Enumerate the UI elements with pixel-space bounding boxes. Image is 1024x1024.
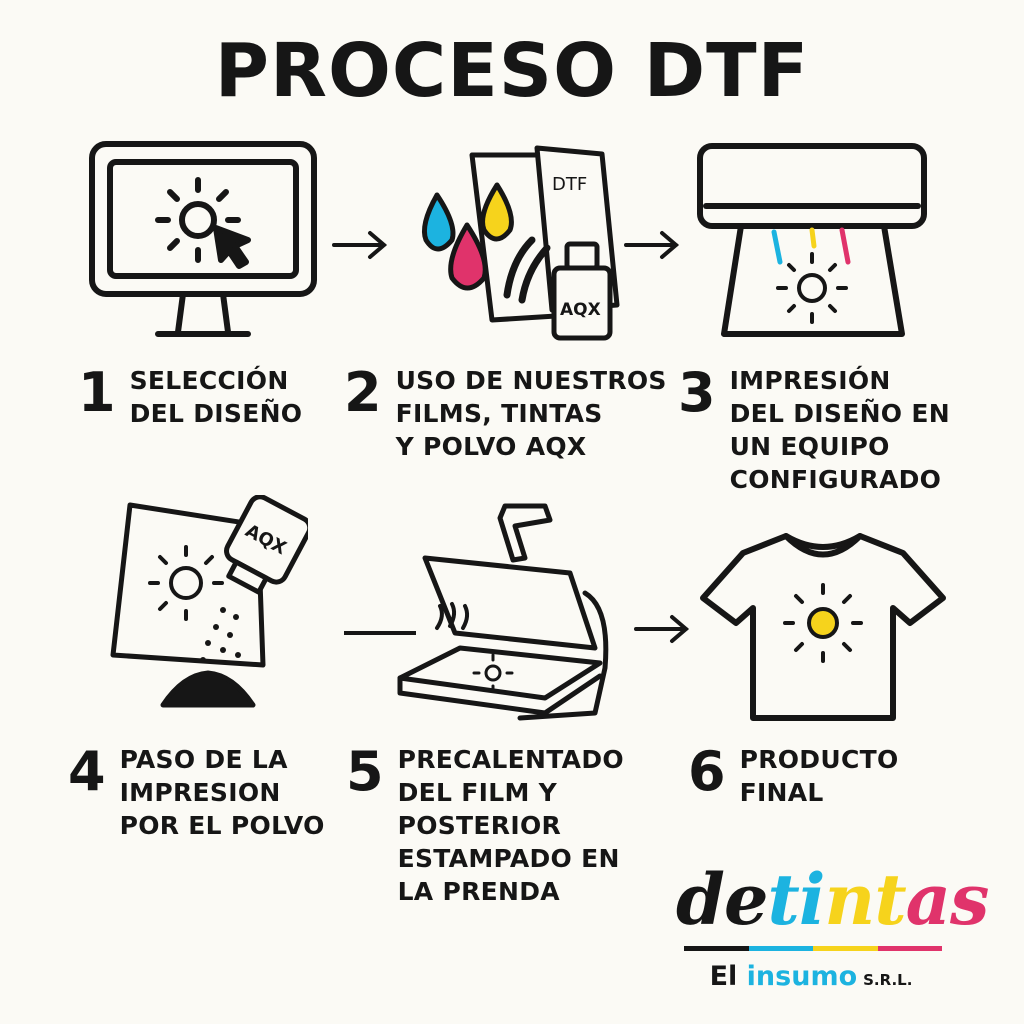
step-2: 2 USO DE NUESTROS FILMS, TINTAS Y POLVO … (344, 364, 667, 463)
arrow-icon (634, 615, 690, 643)
step-1: 1 SELECCIÓN DEL DISEÑO (78, 364, 302, 430)
step-label: PRECALENTADO DEL FILM Y POSTERIOR ESTAMP… (397, 745, 624, 906)
arrow-icon (332, 231, 388, 259)
color-bar (684, 946, 942, 951)
page-title: PROCESO DTF (214, 28, 810, 114)
step-number: 6 (688, 740, 726, 803)
powder-bottle-icon: AQX (110, 495, 308, 708)
monitor-icon (89, 141, 317, 337)
step-number: 3 (678, 361, 716, 424)
step-4: 4 PASO DE LA IMPRESION POR EL POLVO (68, 743, 325, 842)
heat-press-icon (397, 503, 609, 721)
dash-line (344, 631, 416, 635)
step-5: 5 PRECALENTADO DEL FILM Y POSTERIOR ESTA… (346, 743, 624, 908)
step-6: 6 PRODUCTO FINAL (688, 743, 899, 809)
step-label: PRODUCTO FINAL (739, 745, 899, 807)
printer-icon (697, 143, 927, 337)
brand-wordmark: detintas (676, 858, 989, 941)
tshirt-icon (700, 533, 946, 721)
step-label: SELECCIÓN DEL DISEÑO (129, 366, 303, 428)
step-number: 1 (78, 361, 116, 424)
step-label: PASO DE LA IMPRESION POR EL POLVO (119, 745, 325, 840)
step-label: IMPRESIÓN DEL DISEÑO EN UN EQUIPO CONFIG… (729, 366, 950, 494)
step-label: USO DE NUESTROS FILMS, TINTAS Y POLVO AQ… (395, 366, 667, 461)
svg-text:AQX: AQX (560, 300, 601, 320)
step-3: 3 IMPRESIÓN DEL DISEÑO EN UN EQUIPO CONF… (678, 364, 950, 496)
arrow-icon (624, 231, 680, 259)
step-number: 5 (346, 740, 384, 803)
ink-film-powder-icon: DTF AQX (421, 145, 620, 341)
svg-text:DTF: DTF (552, 174, 587, 195)
step-number: 2 (344, 361, 382, 424)
step-number: 4 (68, 740, 106, 803)
